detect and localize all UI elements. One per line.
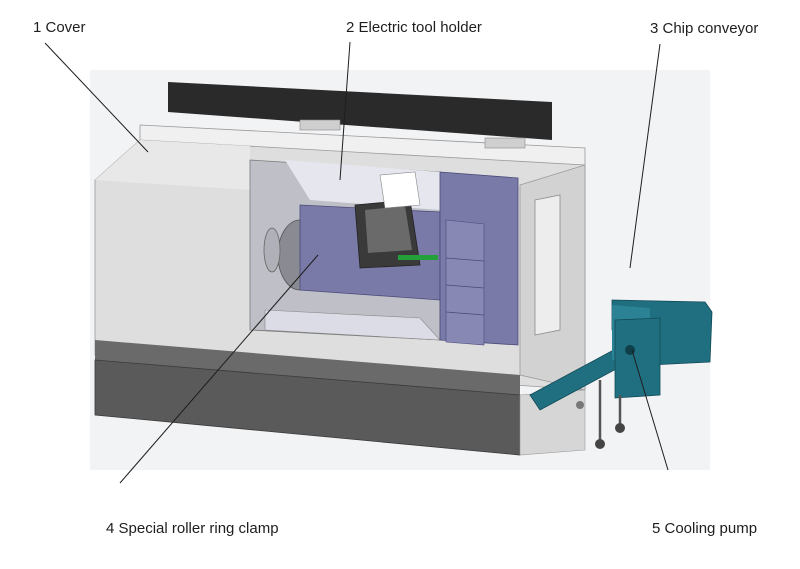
turret-face <box>365 206 412 253</box>
leader-line-tool-holder <box>339 41 351 181</box>
cart-wheel-1 <box>595 439 605 449</box>
support-foot <box>576 401 584 409</box>
label-chip-conveyor: 3 Chip conveyor <box>650 20 759 37</box>
leader-line-cover <box>44 42 149 153</box>
panel-seam-2 <box>445 284 485 289</box>
panel-seam-1 <box>445 257 485 262</box>
green-accent-strip <box>398 255 438 260</box>
label-special-roller-ring-clamp: 4 Special roller ring clamp <box>106 520 279 537</box>
tool-holder-cover <box>379 171 421 209</box>
top-vent-1 <box>299 119 341 131</box>
panel-seam-3 <box>445 311 485 316</box>
side-window <box>534 194 561 336</box>
spindle-flange <box>263 227 281 273</box>
leader-line-roller-clamp <box>119 254 319 484</box>
lower-band <box>95 340 520 395</box>
panel-door <box>445 219 485 346</box>
label-cover: 1 Cover <box>33 19 86 36</box>
leader-line-chip-conveyor <box>629 43 661 269</box>
cart-wheel-2 <box>615 423 625 433</box>
top-hood <box>168 82 552 140</box>
cover-top-face <box>95 140 250 190</box>
top-vent-2 <box>484 137 526 149</box>
label-cooling-pump: 5 Cooling pump <box>652 520 758 537</box>
leader-line-cooling-pump <box>631 349 669 471</box>
label-electric-tool-holder: 2 Electric tool holder <box>346 19 482 36</box>
cooling-pump-tank <box>614 317 661 399</box>
